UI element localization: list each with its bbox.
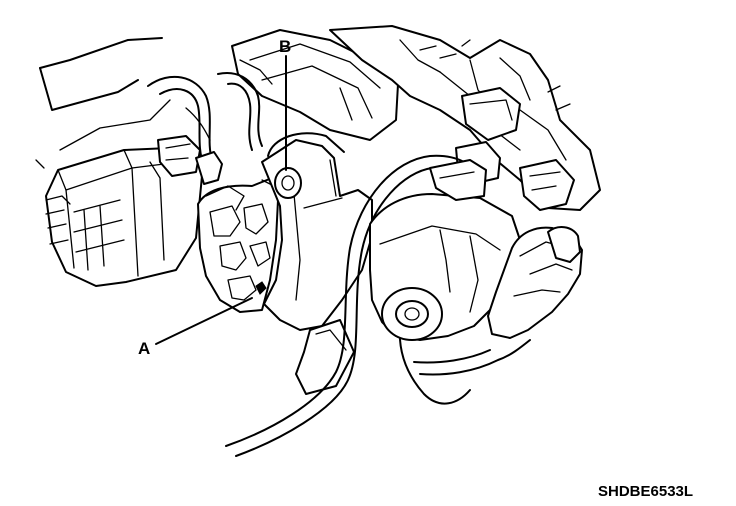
mounting-screw-b (274, 167, 302, 199)
switch-housing (261, 132, 373, 395)
electrical-connector (45, 135, 223, 287)
label-a: A (138, 339, 150, 358)
callout-a: A (138, 297, 253, 358)
figure-id: SHDBE6533L (598, 483, 693, 500)
key-knob (487, 226, 583, 339)
label-b: B (279, 37, 291, 56)
dashboard-panel (35, 37, 171, 169)
lock-cylinder (369, 193, 521, 341)
cylinder-bracket (429, 159, 487, 201)
callout-b: B (279, 37, 291, 171)
wire-harness (147, 59, 273, 167)
